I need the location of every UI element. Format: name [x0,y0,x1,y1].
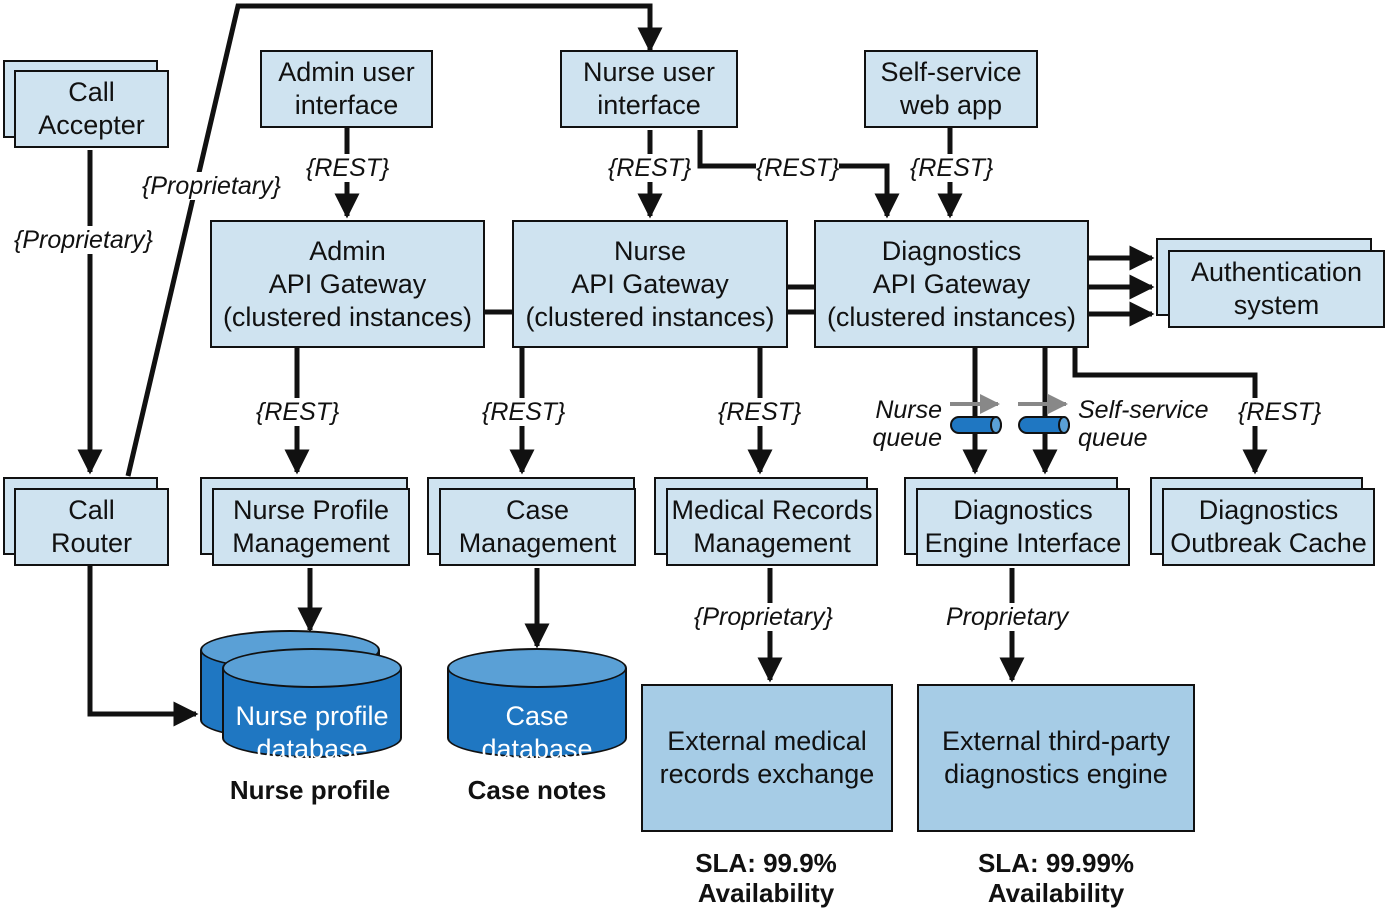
caption-sla-diag: SLA: 99.99% Availability [945,848,1167,908]
sla-medical-line-2: Availability [697,878,835,908]
nurse-gw-line-1: Nurse [613,235,687,266]
call-router: Call Router [14,488,169,566]
self-queue-line-1: Self-service [1078,396,1209,424]
ext-medical-line-1: External medical [667,726,867,756]
caption-sla-medical: SLA: 99.9% Availability [660,848,872,908]
auth-line-2: system [1233,290,1320,320]
label-nurse-ui-rest: {REST} [608,154,692,182]
diagnostics-api-gateway: Diagnostics API Gateway (clustered insta… [814,220,1089,348]
nurse-queue-label: Nurse queue [860,396,942,452]
label-diag-outbreak-rest: {REST} [1238,398,1322,426]
admin-api-gateway: Admin API Gateway (clustered instances) [210,220,485,348]
nurse-profile-mgmt-line-1: Nurse Profile [232,495,390,525]
nurse-db-line-1: Nurse profile [235,701,389,731]
diag-gw-line-3: (clustered instances) [826,301,1077,332]
medical-records-management: Medical Records Management [666,488,878,566]
medical-records-line-2: Management [693,528,851,558]
call-router-line-1: Call [68,495,115,525]
nurse-queue-icon [950,416,1002,434]
edge-router-nurse-ui [125,3,663,477]
label-nurse-diag-rest: {REST} [756,154,840,182]
admin-ui-line-1: Admin user [278,57,415,87]
case-db-line-2: database [481,734,593,764]
case-mgmt-line-1: Case [505,495,570,525]
self-service-web-app: Self-service web app [864,50,1038,128]
label-medical-external-proprietary: {Proprietary} [694,603,833,631]
self-service-line-1: Self-service [880,57,1022,87]
caption-case-notes: Case notes [467,775,607,805]
label-nurse-case-rest: {REST} [482,398,566,426]
diag-engine-line-1: Diagnostics [953,495,1093,525]
admin-ui-line-2: interface [294,90,399,120]
outbreak-cache-line-1: Diagnostics [1198,495,1339,525]
sla-medical-line-1: SLA: 99.9% [695,848,837,878]
diag-gw-line-2: API Gateway [872,268,1031,299]
nurse-profile-database: Nurse profile database [222,648,402,764]
caption-nurse-profile: Nurse profile [229,775,391,805]
call-accepter-line-2: Accepter [38,110,145,140]
self-queue-line-2: queue [1078,424,1148,452]
outbreak-cache-line-2: Outbreak Cache [1170,528,1367,558]
nurse-user-interface: Nurse user interface [560,50,738,128]
call-router-line-2: Router [50,528,133,558]
nurse-api-gateway: Nurse API Gateway (clustered instances) [512,220,788,348]
nurse-queue-line-2: queue [872,424,942,452]
ext-diag-line-2: diagnostics engine [944,759,1168,789]
call-accepter: Call Accepter [14,70,169,148]
admin-gw-line-3: (clustered instances) [222,301,473,332]
edge-router-nurse-db [87,560,199,727]
nurse-gw-line-3: (clustered instances) [525,301,775,332]
label-admin-profile-rest: {REST} [256,398,340,426]
nurse-ui-line-1: Nurse user [582,57,716,87]
label-engine-external-proprietary: Proprietary [946,603,1069,631]
diagnostics-engine-interface: Diagnostics Engine Interface [916,488,1130,566]
label-admin-ui-rest: {REST} [306,154,390,182]
label-accepter-router-proprietary: {Proprietary} [14,226,153,254]
admin-gw-line-2: API Gateway [268,268,427,299]
diagnostics-outbreak-cache: Diagnostics Outbreak Cache [1162,488,1375,566]
case-db-line-1: Case [505,701,569,731]
diag-gw-line-1: Diagnostics [881,235,1022,266]
admin-gw-line-1: Admin [309,235,386,266]
nurse-db-line-2: database [256,734,368,764]
external-medical-records-exchange: External medical records exchange [641,684,893,832]
ext-diag-line-1: External third-party [941,726,1171,756]
external-diagnostics-engine: External third-party diagnostics engine [917,684,1195,832]
auth-line-1: Authentication [1190,257,1363,287]
nurse-profile-mgmt-line-2: Management [232,528,390,558]
diag-engine-line-2: Engine Interface [924,528,1122,558]
authentication-system: Authentication system [1168,250,1385,328]
case-database: Case database [447,648,627,764]
nurse-queue-line-1: Nurse [875,396,942,424]
admin-user-interface: Admin user interface [260,50,433,128]
call-accepter-line-1: Call [68,77,115,107]
nurse-profile-management: Nurse Profile Management [212,488,410,566]
selfservice-queue-label: Self-service queue [1078,396,1209,452]
self-service-line-2: web app [899,90,1003,120]
nurse-ui-line-2: interface [597,90,701,120]
label-self-service-rest: {REST} [910,154,994,182]
nurse-gw-line-2: API Gateway [571,268,729,299]
case-management: Case Management [439,488,636,566]
case-mgmt-line-2: Management [458,528,617,558]
label-nurse-medical-rest: {REST} [718,398,802,426]
selfservice-queue-icon [1018,416,1070,434]
sla-diag-line-1: SLA: 99.99% [977,848,1135,878]
sla-diag-line-2: Availability [987,878,1125,908]
medical-records-line-1: Medical Records [671,495,873,525]
ext-medical-line-2: records exchange [659,759,875,789]
label-router-nurse-proprietary: {Proprietary} [142,172,281,200]
